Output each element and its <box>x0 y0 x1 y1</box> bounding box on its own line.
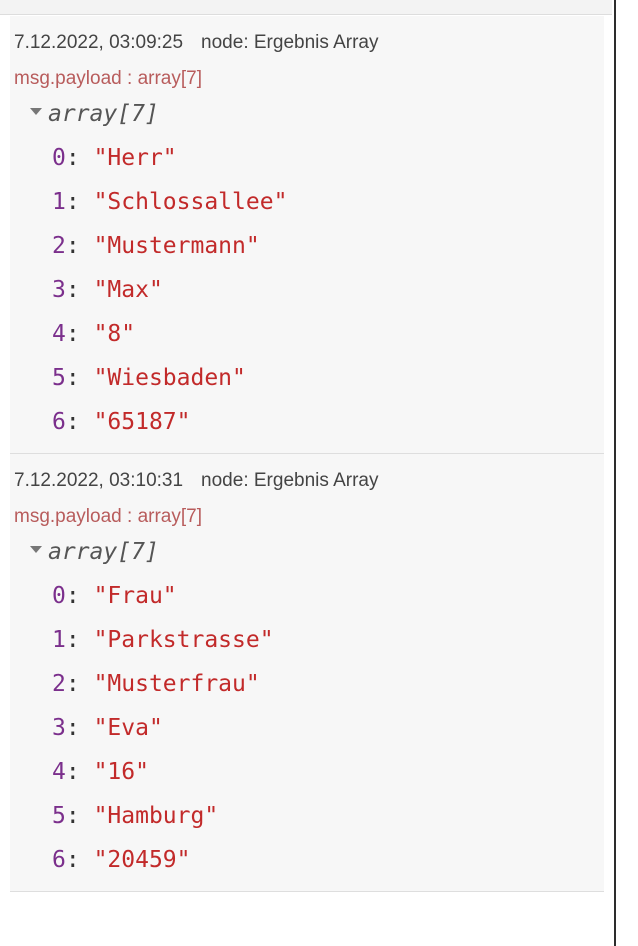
item-index: 3 <box>52 277 66 303</box>
array-toggle[interactable]: array[7] <box>10 530 604 574</box>
array-item: 3: "Max" <box>52 277 163 303</box>
array-item: 5: "Wiesbaden" <box>52 365 246 391</box>
item-index: 0 <box>52 583 66 609</box>
item-index: 1 <box>52 627 66 653</box>
item-value: "20459" <box>93 847 191 873</box>
item-value: "Schlossallee" <box>93 189 288 215</box>
message-topic: msg.payload : array[7] <box>14 506 202 527</box>
array-item: 4: "16" <box>52 759 149 785</box>
message-topic: msg.payload : array[7] <box>14 68 202 89</box>
panel-divider[interactable] <box>614 0 616 946</box>
item-index: 2 <box>52 671 66 697</box>
array-item: 3: "Eva" <box>52 715 163 741</box>
item-value: "Wiesbaden" <box>93 365 246 391</box>
payload-tree: array[7] 0: "Herr" 1: "Schlossallee" 2: … <box>10 92 604 444</box>
item-value: "Hamburg" <box>93 803 219 829</box>
item-value: "Eva" <box>93 715 163 741</box>
item-index: 4 <box>52 759 66 785</box>
item-value: "16" <box>93 759 149 785</box>
item-index: 5 <box>52 365 66 391</box>
item-index: 2 <box>52 233 66 259</box>
item-index: 6 <box>52 847 66 873</box>
debug-list-bottom <box>10 917 604 946</box>
message-node-link[interactable]: node: Ergebnis Array <box>201 470 379 491</box>
caret-down-icon[interactable] <box>30 108 42 115</box>
item-index: 5 <box>52 803 66 829</box>
message-timestamp: 7.12.2022, 03:09:25 <box>14 32 184 53</box>
item-value: "Herr" <box>93 145 177 171</box>
message-meta: 7.12.2022, 03:09:25 node: Ergebnis Array <box>10 16 604 53</box>
array-toggle[interactable]: array[7] <box>10 92 604 136</box>
item-index: 6 <box>52 409 66 435</box>
top-toolbar-strip <box>0 0 612 15</box>
right-panel <box>616 0 638 946</box>
array-item: 1: "Schlossallee" <box>52 189 288 215</box>
array-item: 2: "Musterfrau" <box>52 671 260 697</box>
item-value: "Parkstrasse" <box>93 627 274 653</box>
array-item: 4: "8" <box>52 321 136 347</box>
item-value: "Max" <box>93 277 163 303</box>
caret-down-icon[interactable] <box>30 546 42 553</box>
item-index: 4 <box>52 321 66 347</box>
array-item: 5: "Hamburg" <box>52 803 219 829</box>
array-item: 6: "20459" <box>52 847 191 873</box>
array-item: 0: "Frau" <box>52 583 177 609</box>
array-item: 1: "Parkstrasse" <box>52 627 274 653</box>
array-label: array[7] <box>48 101 159 127</box>
array-item: 2: "Mustermann" <box>52 233 260 259</box>
message-node-link[interactable]: node: Ergebnis Array <box>201 32 379 53</box>
item-index: 3 <box>52 715 66 741</box>
payload-tree: array[7] 0: "Frau" 1: "Parkstrasse" 2: "… <box>10 530 604 882</box>
message-timestamp: 7.12.2022, 03:10:31 <box>14 470 184 491</box>
item-index: 1 <box>52 189 66 215</box>
item-value: "65187" <box>93 409 191 435</box>
array-label: array[7] <box>48 539 159 565</box>
message-meta: 7.12.2022, 03:10:31 node: Ergebnis Array <box>10 454 604 491</box>
array-item: 0: "Herr" <box>52 145 177 171</box>
item-value: "Mustermann" <box>93 233 260 259</box>
array-item: 6: "65187" <box>52 409 191 435</box>
item-value: "Musterfrau" <box>93 671 260 697</box>
item-index: 0 <box>52 145 66 171</box>
item-value: "Frau" <box>93 583 177 609</box>
item-value: "8" <box>93 321 136 347</box>
